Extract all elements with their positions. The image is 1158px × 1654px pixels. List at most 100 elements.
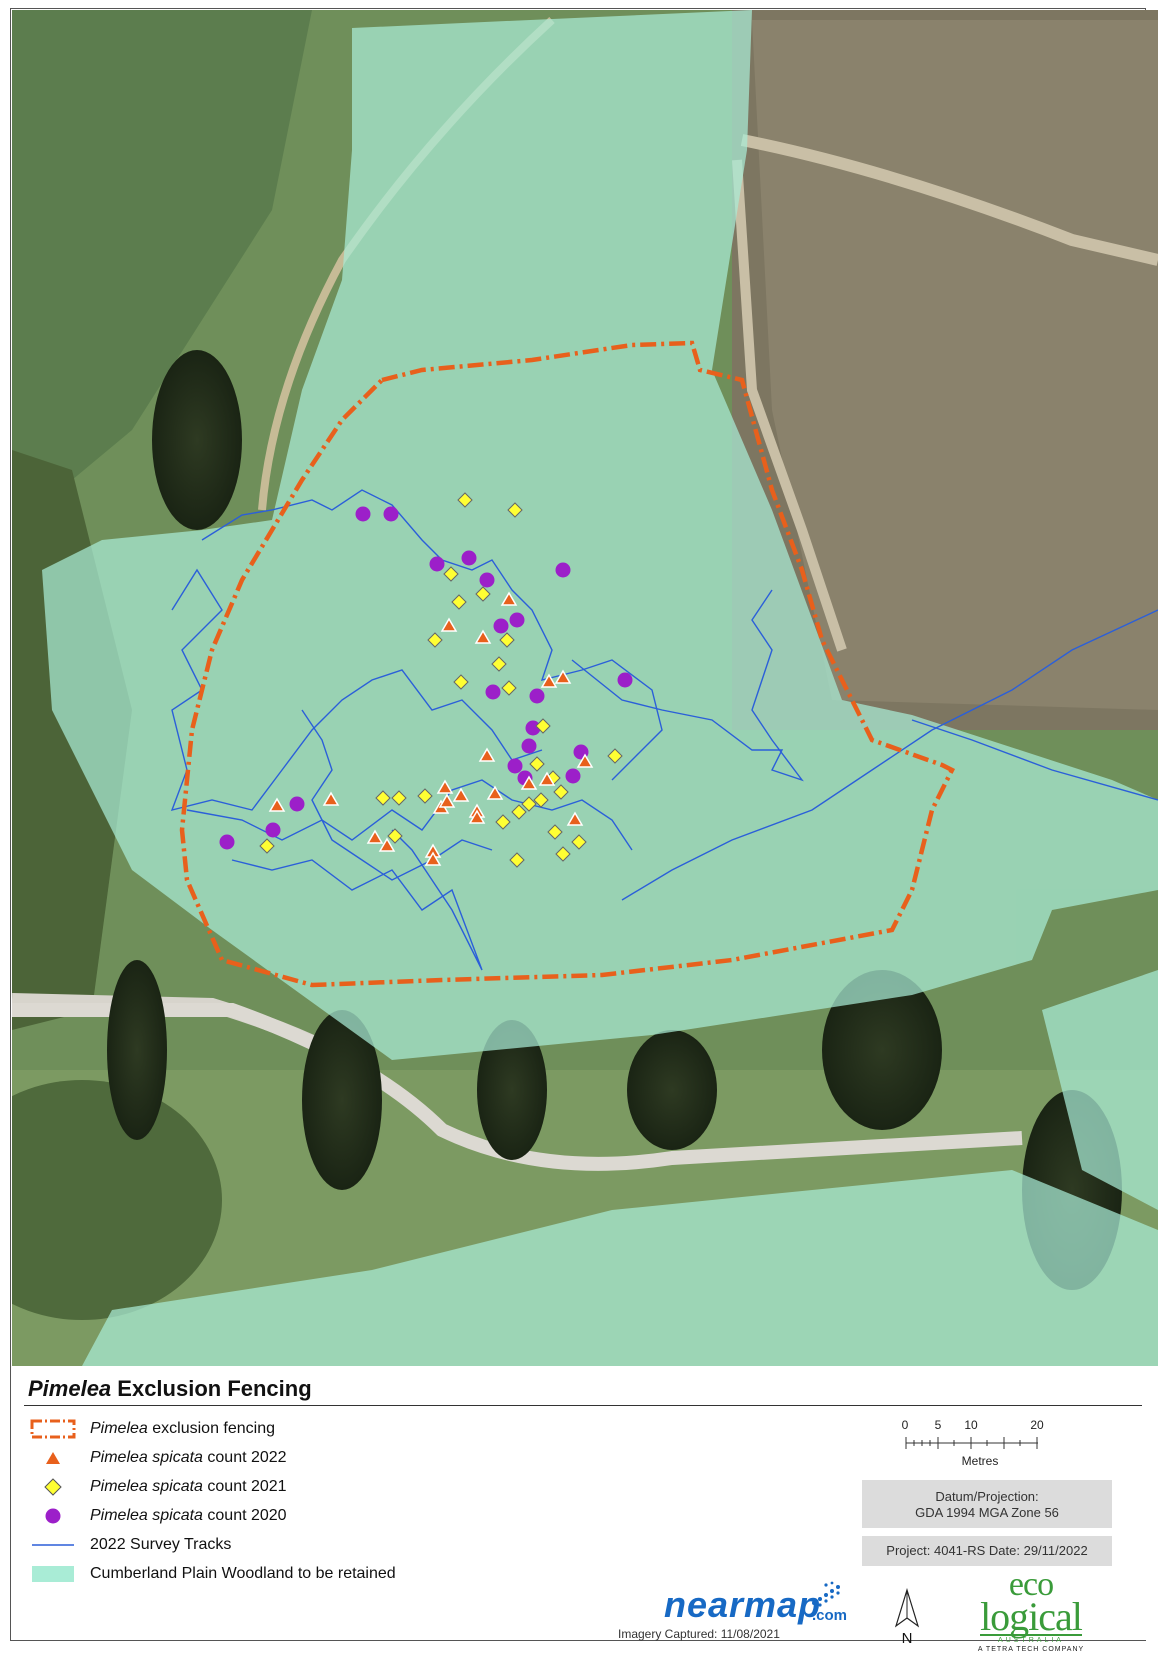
legend-item-fence: Pimelea exclusion fencing bbox=[26, 1416, 486, 1442]
pimelea-2022-point bbox=[438, 793, 456, 808]
legend-label-2020: Pimelea spicata count 2020 bbox=[90, 1507, 287, 1524]
imagery-captured: Imagery Captured: 11/08/2021 bbox=[618, 1627, 780, 1641]
legend-label-2022: Pimelea spicata count 2022 bbox=[90, 1449, 287, 1466]
survey-track-5 bbox=[571, 589, 804, 782]
pimelea-2020-point bbox=[461, 550, 477, 566]
pimelea-2022-point bbox=[500, 591, 518, 606]
pimelea-2021-point bbox=[501, 680, 517, 696]
legend-title-italic: Pimelea bbox=[28, 1376, 112, 1401]
pimelea-2021-point bbox=[453, 674, 469, 690]
datum-line-1: Datum/Projection: bbox=[935, 1489, 1039, 1504]
pimelea-2020-point bbox=[617, 672, 633, 688]
dark-green-circle bbox=[12, 1080, 222, 1320]
pimelea-2022-point bbox=[538, 771, 556, 786]
nearmap-com: .com bbox=[812, 1607, 848, 1624]
exclusion-fence bbox=[179, 340, 956, 988]
eco-logo-line-4: A TETRA TECH COMPANY bbox=[977, 1646, 1085, 1653]
pimelea-2021-point bbox=[507, 502, 523, 518]
pimelea-2022-point bbox=[452, 787, 470, 802]
pimelea-2022-point bbox=[554, 669, 572, 684]
pimelea-2021-point bbox=[535, 718, 551, 734]
legend-title: Pimelea Exclusion Fencing bbox=[28, 1376, 312, 1402]
pimelea-2020-point bbox=[493, 618, 509, 634]
pimelea-2022-point bbox=[378, 837, 396, 852]
scale-units: Metres bbox=[961, 1454, 999, 1468]
pimelea-2020-point bbox=[529, 688, 545, 704]
legend-item-tracks: 2022 Survey Tracks bbox=[26, 1532, 486, 1558]
tree-6 bbox=[822, 970, 942, 1130]
survey-track-8 bbox=[301, 709, 493, 881]
tree-2 bbox=[107, 960, 167, 1140]
north-label: N bbox=[901, 1630, 913, 1647]
legend-item-2020: Pimelea spicata count 2020 bbox=[26, 1503, 486, 1529]
datum-box: Datum/Projection: GDA 1994 MGA Zone 56 bbox=[862, 1480, 1112, 1528]
pimelea-2020-point bbox=[429, 556, 445, 572]
pimelea-2022-point bbox=[474, 629, 492, 644]
dirt-track-right bbox=[740, 134, 1158, 266]
pimelea-2021-point bbox=[521, 796, 537, 812]
fence-symbol-icon bbox=[26, 1416, 80, 1442]
legend-label-tracks: 2022 Survey Tracks bbox=[90, 1536, 232, 1553]
pimelea-2020-point bbox=[219, 834, 235, 850]
pimelea-2022-point bbox=[486, 785, 504, 800]
woodland-swatch-icon bbox=[26, 1561, 80, 1587]
pimelea-2021-point bbox=[451, 594, 467, 610]
pimelea-2021-point bbox=[457, 492, 473, 508]
woodland-area-right bbox=[1042, 970, 1158, 1210]
pimelea-2021-point bbox=[607, 748, 623, 764]
eco-logo-line-2: logical bbox=[980, 1594, 1083, 1639]
legend-divider bbox=[24, 1405, 1142, 1406]
pimelea-2021-point bbox=[511, 804, 527, 820]
pimelea-2020-point bbox=[289, 796, 305, 812]
pimelea-2020-point bbox=[525, 720, 541, 736]
legend-label-fence: Pimelea exclusion fencing bbox=[90, 1420, 275, 1437]
pimelea-2021-point bbox=[417, 788, 433, 804]
tree-3 bbox=[302, 1010, 382, 1190]
pimelea-2022-point bbox=[436, 779, 454, 794]
eco-logical-logo: eco logical AUSTRALIA A TETRA TECH COMPA… bbox=[956, 1566, 1106, 1654]
pimelea-2021-point bbox=[427, 632, 443, 648]
survey-points-layer bbox=[219, 492, 633, 868]
cart-path-bottom bbox=[12, 1003, 1023, 1171]
pimelea-2020-point bbox=[507, 758, 523, 774]
track-line-icon bbox=[26, 1532, 80, 1558]
pimelea-2021-point bbox=[571, 834, 587, 850]
legend-item-2021: Pimelea spicata count 2021 bbox=[26, 1474, 486, 1500]
pimelea-2021-point bbox=[529, 756, 545, 772]
nearmap-dots-icon bbox=[812, 1581, 840, 1607]
pimelea-2020-point bbox=[565, 768, 581, 784]
pimelea-2020-point bbox=[265, 822, 281, 838]
pimelea-2022-point bbox=[366, 829, 384, 844]
north-arrow-icon bbox=[894, 1587, 920, 1628]
triangle-icon bbox=[26, 1445, 80, 1471]
pimelea-2021-point bbox=[495, 814, 511, 830]
project-box: Project: 4041-RS Date: 29/11/2022 bbox=[862, 1536, 1112, 1566]
pimelea-2021-point bbox=[491, 656, 507, 672]
eco-logo-line-1: eco bbox=[1008, 1566, 1054, 1603]
pimelea-2020-point bbox=[485, 684, 501, 700]
survey-track-6 bbox=[621, 609, 1158, 901]
pimelea-2021-point bbox=[375, 790, 391, 806]
diamond-icon bbox=[26, 1474, 80, 1500]
legend-item-woodland: Cumberland Plain Woodland to be retained bbox=[26, 1561, 486, 1587]
pimelea-2021-point bbox=[475, 586, 491, 602]
legend-title-rest: Exclusion Fencing bbox=[111, 1376, 312, 1401]
scale-tick-label: 0 bbox=[901, 1418, 909, 1432]
legend-item-2022: Pimelea spicata count 2022 bbox=[26, 1445, 486, 1471]
pimelea-2022-point bbox=[520, 775, 538, 790]
pimelea-2021-point bbox=[387, 828, 403, 844]
survey-track-7 bbox=[911, 719, 1158, 801]
pimelea-2022-point bbox=[566, 811, 584, 826]
map-canvas[interactable] bbox=[12, 10, 1158, 1366]
pimelea-2021-point bbox=[391, 790, 407, 806]
tree-5 bbox=[627, 1030, 717, 1150]
legend-panel: Pimelea Exclusion Fencing Pimelea exclus… bbox=[12, 1366, 1146, 1654]
pimelea-2020-point bbox=[509, 612, 525, 628]
tree-4 bbox=[477, 1020, 547, 1160]
scale-tick-label: 20 bbox=[1030, 1418, 1044, 1432]
legend-label-2021: Pimelea spicata count 2021 bbox=[90, 1478, 287, 1495]
scale-bar-graphic bbox=[905, 1437, 1038, 1449]
woodland-retained-layer bbox=[42, 10, 1158, 1366]
tree-1 bbox=[152, 350, 242, 530]
pimelea-2021-point bbox=[553, 784, 569, 800]
